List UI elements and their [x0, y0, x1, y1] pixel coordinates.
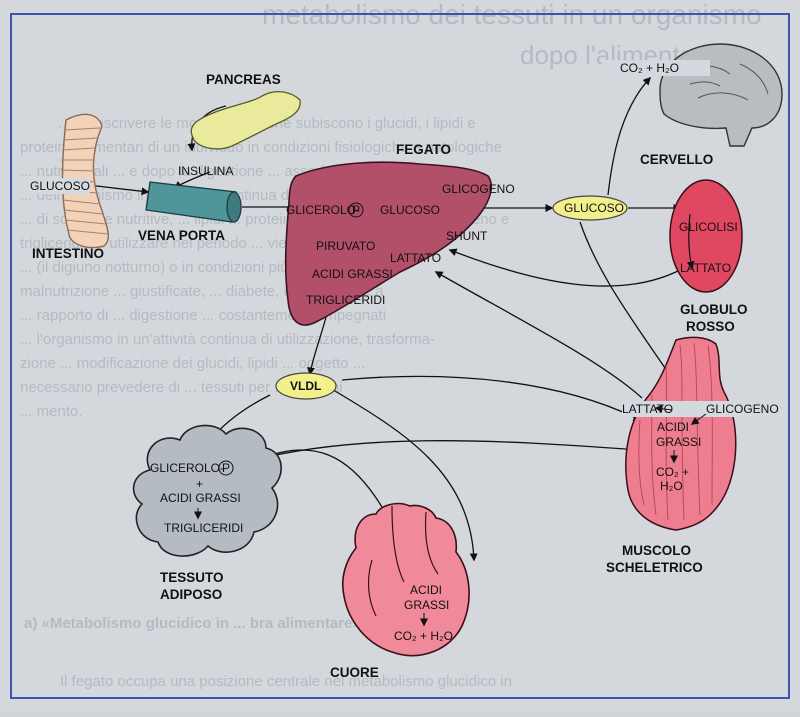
- fegato-title: FEGATO: [396, 142, 451, 157]
- pancreas-shape: [190, 90, 301, 150]
- bg-bottom-line: Il fegato occupa una posizione centrale …: [60, 673, 512, 690]
- label-bg: [602, 60, 710, 76]
- heart-grassi-label: GRASSI: [404, 598, 449, 612]
- arrow-trigliceridi-vldl: [306, 309, 329, 376]
- arrow-vldl-heart: [329, 387, 478, 562]
- heart-shape: [341, 502, 470, 657]
- glicolisi-label: GLICOLISI: [679, 220, 738, 234]
- tessuto-title: TESSUTO: [160, 570, 224, 585]
- muscle-acidi-label: ACIDI: [657, 420, 689, 434]
- muscle-glicogeno-label: GLICOGENO: [706, 402, 779, 416]
- arrow-muscle-lattato-liver: [434, 271, 643, 399]
- portal-vein-shape: [145, 181, 242, 223]
- liver-shape: [284, 161, 493, 326]
- bg-line: ... mento.: [20, 403, 83, 420]
- adiposo-title: ADIPOSO: [160, 587, 222, 602]
- piruvato-label: PIRUVATO: [316, 239, 375, 253]
- vena-porta-title: VENA PORTA: [138, 228, 225, 243]
- arrow-glucoso-brain: [607, 76, 652, 196]
- adipose-shape: [132, 424, 282, 557]
- muscle-labels: LATTATO GLICOGENO ACIDI GRASSI CO₂ + H₂O: [622, 401, 779, 493]
- glicerolo-liver-label: GLICEROLO-: [286, 203, 360, 217]
- lattato-liver-label: LATTATO: [390, 251, 441, 265]
- globulo-title: GLOBULO: [680, 302, 748, 317]
- glucoso-intestine-label: GLUCOSO: [30, 179, 90, 193]
- glucoso-blood-label: GLUCOSO: [564, 201, 624, 215]
- cervello-title: CERVELLO: [640, 152, 713, 167]
- arrow-adipose-muscle: [231, 440, 642, 467]
- scheletrico-title: SCHELETRICO: [606, 560, 703, 575]
- glucoso-liver-label: GLUCOSO: [380, 203, 440, 217]
- phosphate-circle: [348, 202, 364, 218]
- arrow-vldl-muscle: [341, 375, 642, 421]
- muscle-co2-label: CO₂ +: [656, 465, 689, 479]
- glicogeno-liver-label: GLICOGENO: [442, 182, 515, 196]
- frame-border: [10, 13, 790, 699]
- adipose-labels: GLICEROLO- P + ACIDI GRASSI TRIGLICERIDI: [150, 460, 243, 535]
- glucoso-blood-ellipse: [552, 195, 628, 221]
- bg-line: necessario prevedere di ... tessuti per …: [20, 379, 343, 396]
- bg-line: proteine alimentari di un individuo in c…: [20, 139, 502, 156]
- insulina-label: INSULINA: [178, 164, 233, 178]
- arrow-intestine-portal: [87, 184, 150, 196]
- bg-subheading: a) «Metabolismo glucidico in ... bra ali…: [24, 615, 361, 632]
- arrow-glicolisi-lattato: [686, 213, 695, 270]
- muscle-grassi-label: GRASSI: [656, 435, 701, 449]
- arrow-rbc-lattato-liver: [448, 248, 681, 287]
- pancreas-title: PANCREAS: [206, 72, 281, 87]
- phosphate-circle-adipose: [218, 460, 234, 476]
- phosphate-p: P: [352, 203, 360, 217]
- arrow-muscle-internal: [690, 413, 707, 425]
- trigliceridi-adipose-label: TRIGLICERIDI: [164, 521, 243, 535]
- muscle-h2o-label: H₂O: [660, 479, 683, 493]
- heart-acidi-label: ACIDI: [410, 583, 442, 597]
- plus-label: +: [196, 477, 203, 491]
- trigliceridi-liver-label: TRIGLICERIDI: [306, 293, 385, 307]
- acidi-grassi-adipose-label: ACIDI GRASSI: [160, 491, 241, 505]
- vldl-label: VLDL: [290, 379, 321, 393]
- liver-labels: GLICEROLO- P GLUCOSO GLICOGENO PIRUVATO …: [286, 182, 515, 307]
- heart-labels: ACIDI GRASSI CO₂ + H₂O: [394, 583, 453, 643]
- acidi-grassi-liver-label: ACIDI GRASSI: [312, 267, 393, 281]
- heart-co2-label: CO₂ + H₂O: [394, 629, 453, 643]
- rbc-shape: [669, 179, 743, 293]
- intestino-title: INTESTINO: [32, 246, 104, 261]
- vldl-ellipse: [275, 372, 337, 400]
- muscolo-title: MUSCOLO: [622, 543, 691, 558]
- bg-line: ... (il digiuno notturno) o in condizion…: [20, 259, 305, 276]
- lattato-rbc-label: LATTATO: [680, 261, 731, 275]
- arrow-muscle-internal: [654, 404, 673, 413]
- bg-line: ... l'organismo in un'attività continua …: [20, 331, 435, 348]
- phosphate-p-adipose: P: [222, 461, 230, 475]
- glicerolo-adipose-label: GLICEROLO-: [150, 461, 224, 475]
- label-bg: [28, 178, 90, 194]
- bg-line: zione ... modificazione dei glucidi, lip…: [20, 355, 365, 372]
- co2-h2o-brain-label: CO₂ + H₂O: [620, 61, 679, 75]
- cuore-title: CUORE: [330, 665, 379, 680]
- shunt-label: SHUNT: [446, 229, 488, 243]
- rosso-title: ROSSO: [686, 319, 735, 334]
